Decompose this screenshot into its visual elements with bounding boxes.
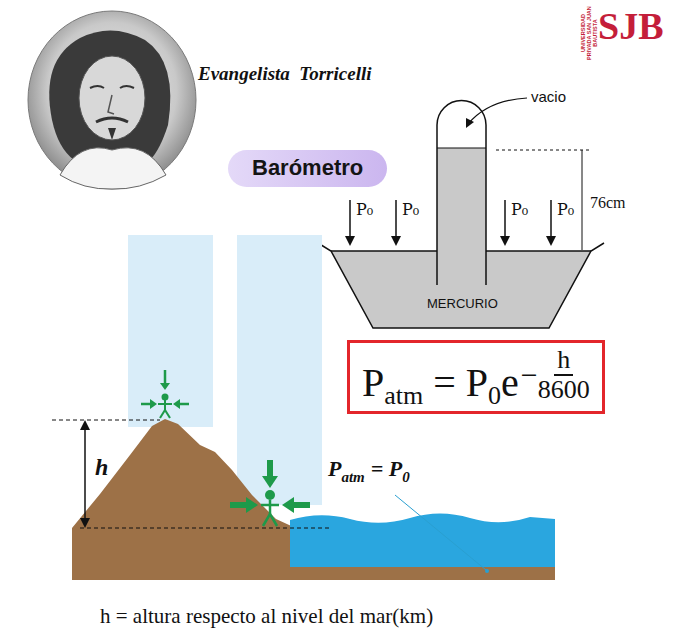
pressure-arrowhead [173,399,180,409]
barometer [437,147,486,148]
person [265,490,275,500]
barometer [391,236,401,246]
person [160,410,165,418]
landscape [485,569,489,573]
pressure-symbol: = P [371,458,402,480]
formula-part: atm [384,383,423,409]
person [270,514,277,526]
formula-part: P [362,363,384,403]
portrait [79,56,145,140]
formula-part: 8600 [538,376,590,403]
portrait [28,11,196,189]
barometer [437,101,486,286]
footnote: h = altura respecto al nivel del mar(km) [100,604,433,629]
formula-fraction: h8600 [538,347,590,403]
person [179,403,189,406]
person [165,410,170,418]
landscape [84,428,86,520]
height-label: h [95,454,108,481]
barometer [468,98,527,124]
barometer [504,200,506,238]
person [141,403,151,406]
pressure-label: P₀ [511,200,528,219]
pressure-label: P₀ [402,200,419,219]
landscape [80,420,90,430]
barometer [437,101,486,286]
barometer [496,150,590,151]
person [158,403,172,405]
person [269,500,272,514]
university-name: UNIVERSIDAD PRIVADA SAN JUAN BAUTISTA [580,2,598,64]
barometer [349,200,351,238]
pressure-subscript: atm [341,470,364,485]
mercury-label: MERCURIO [427,296,498,311]
portrait [60,148,166,189]
person [292,502,310,508]
barometer [437,148,486,285]
landscape [395,495,486,570]
barometer [486,250,591,252]
pressure-subscript: 0 [402,470,410,485]
pressure-symbol: P [328,458,341,480]
barometer [395,200,397,238]
barometer [500,236,510,246]
pressure-arrowhead [150,383,294,513]
formula-part: 0 [488,383,501,409]
pressure-arrowhead [262,476,278,488]
pressure-arrowhead [282,497,294,513]
formula-part: − [521,360,538,390]
person [164,370,167,384]
person [230,502,248,508]
formula-part: e [501,363,519,403]
landscape [128,235,213,427]
barometer [350,200,551,238]
landscape [290,514,555,568]
barometer [331,250,437,252]
person [162,394,169,401]
pressure-label: P₀ [557,200,574,219]
portrait [108,95,114,114]
barometer [550,200,552,238]
landscape [72,419,555,580]
person [141,370,310,526]
person [267,460,273,478]
portrait [28,11,196,189]
landscape [237,235,322,505]
barometer [345,236,556,246]
barometer [466,118,474,128]
portrait [90,86,134,88]
title-pill: Barómetro [228,150,387,187]
vacuum-label: vacio [531,88,566,105]
pressure-arrowhead [246,497,258,513]
dimension-label: 76cm [590,194,626,212]
landscape [52,420,160,421]
logo: SJB [598,4,663,48]
formula-box: Patm = P0e−h8600 [347,340,605,414]
barometer [546,236,556,246]
formula-part: = P [433,363,488,403]
barometer [345,236,355,246]
person-name: Evangelista Torricelli [198,63,371,85]
portrait [96,118,128,122]
formula-exponent: −h8600 [521,347,590,403]
pressure-label: P₀ [356,200,373,219]
formula-part: h [554,347,573,376]
portrait [108,128,116,140]
barometer [582,150,583,250]
barometer [318,98,604,328]
label-group: Patm= P0 [328,458,410,480]
pill-text: Barómetro [252,155,363,180]
person [263,514,270,526]
landscape [80,518,90,528]
landscape [80,528,330,529]
portrait [49,30,170,160]
pressure-arrowhead [150,399,157,409]
person [261,504,279,507]
pressure-arrowhead [160,383,170,390]
